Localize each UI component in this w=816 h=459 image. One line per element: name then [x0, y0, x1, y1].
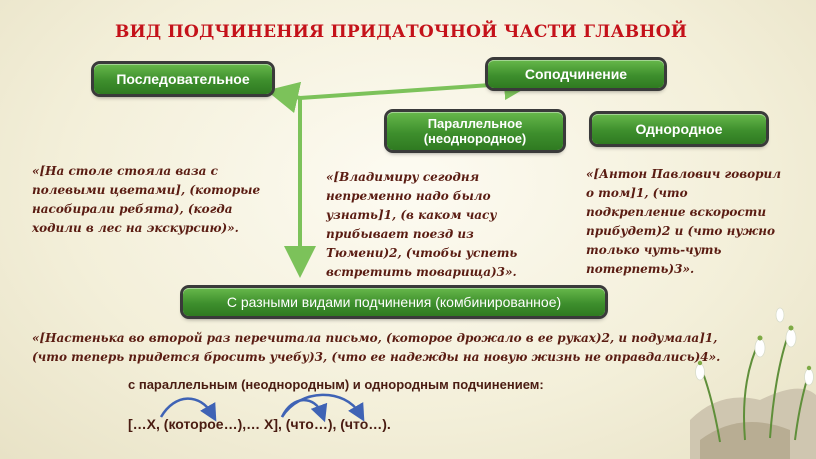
type-combined-box: С разными видами подчинения (комбинирова…: [183, 288, 605, 316]
example-parallel: «[Владимиру сегодня непременно надо было…: [326, 170, 518, 279]
type-combined-label: С разными видами подчинения (комбинирова…: [226, 293, 562, 310]
page-title: ВИД ПОДЧИНЕНИЯ ПРИДАТОЧНОЙ ЧАСТИ ГЛАВНОЙ: [115, 22, 688, 42]
type-homogeneous-box: Однородное: [592, 114, 766, 144]
type-sequential-box: Последовательное: [94, 64, 272, 94]
type-homogeneous-label: Однородное: [635, 120, 723, 137]
example-sequential: «[На столе стояла ваза с полевыми цветам…: [32, 164, 261, 235]
arrow-right: [298, 68, 536, 101]
scheme-formula: […Х, (которое…),… Х], (что…), (что…).: [128, 416, 391, 432]
example-homogeneous: «[Антон Павлович говорил о том]1, (что п…: [586, 167, 782, 276]
type-sequential-label: Последовательное: [116, 70, 250, 87]
type-co-subordination-box: Соподчинение: [488, 60, 664, 88]
example-combined: «[Настенька во второй раз перечитала пис…: [32, 331, 721, 364]
type-co-subordination-label: Соподчинение: [524, 65, 628, 82]
combined-note: с параллельным (неоднородным) и однородн…: [128, 377, 544, 392]
scheme-arc-3: [280, 393, 365, 422]
scheme-arc-1: [159, 397, 217, 422]
type-parallel-box: Параллельное (неоднородное): [387, 112, 563, 150]
type-parallel-label: Параллельное (неоднородное): [423, 116, 527, 146]
arrow-left: [266, 81, 302, 114]
